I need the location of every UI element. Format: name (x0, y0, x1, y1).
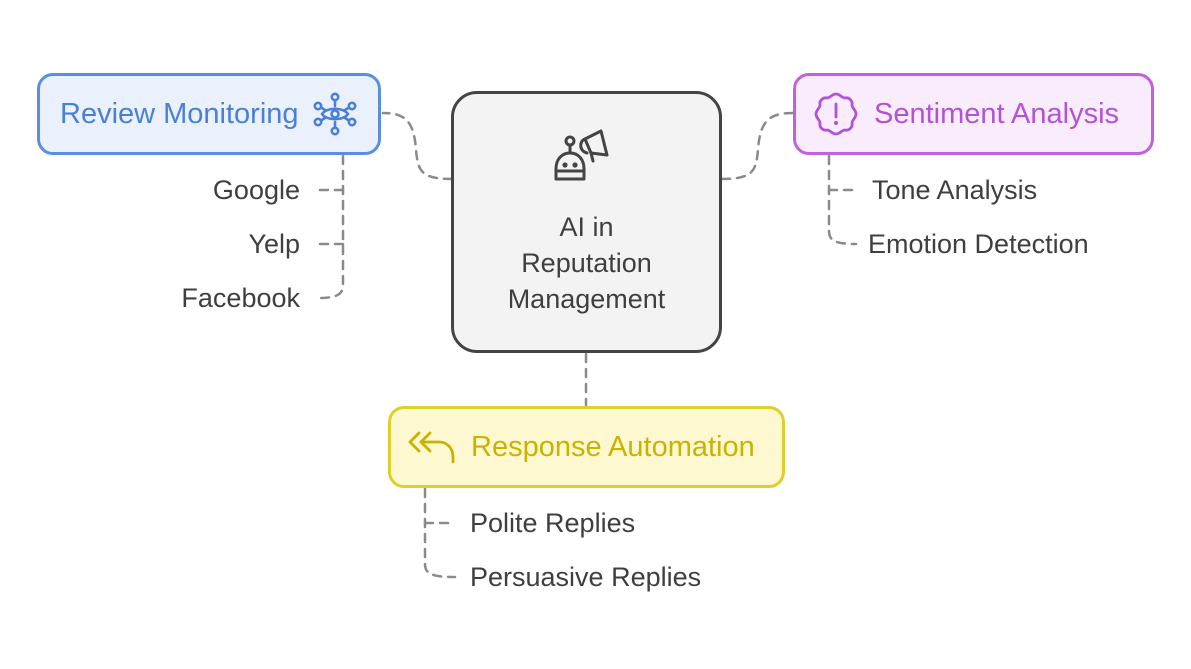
response-item-persuasive-replies: Persuasive Replies (470, 562, 702, 592)
sentiment-item-tone-analysis: Tone Analysis (872, 175, 1038, 205)
robot-megaphone-icon (547, 121, 627, 201)
center-node: AI in Reputation Management (451, 91, 722, 353)
center-title-line-2: Reputation (521, 248, 652, 278)
connector-center-sentiment (720, 111, 795, 181)
review-item-facebook: Facebook (181, 283, 300, 313)
review-monitoring-node: Review Monitoring (37, 73, 381, 155)
network-eye-icon (313, 92, 357, 136)
center-title-line-3: Management (507, 284, 666, 314)
connector-center-review (381, 111, 454, 181)
connector-review-trunk (316, 154, 345, 300)
response-automation-node: Response Automation (388, 406, 785, 488)
review-item-google: Google (212, 175, 300, 205)
reply-all-icon (407, 427, 457, 467)
review-monitoring-title: Review Monitoring (60, 97, 299, 130)
center-title-line-1: AI in (559, 212, 614, 242)
connector-sentiment-trunk (827, 154, 858, 246)
sentiment-analysis-node: Sentiment Analysis (793, 73, 1154, 155)
sentiment-analysis-title: Sentiment Analysis (874, 97, 1120, 130)
sentiment-item-emotion-detection: Emotion Detection (868, 229, 1089, 259)
connector-response-trunk (423, 487, 457, 579)
review-item-yelp: Yelp (248, 229, 300, 259)
center-title: AI in Reputation Management (508, 209, 666, 317)
response-automation-title: Response Automation (471, 430, 755, 463)
response-item-polite-replies: Polite Replies (470, 508, 636, 538)
alert-badge-icon (812, 90, 860, 138)
